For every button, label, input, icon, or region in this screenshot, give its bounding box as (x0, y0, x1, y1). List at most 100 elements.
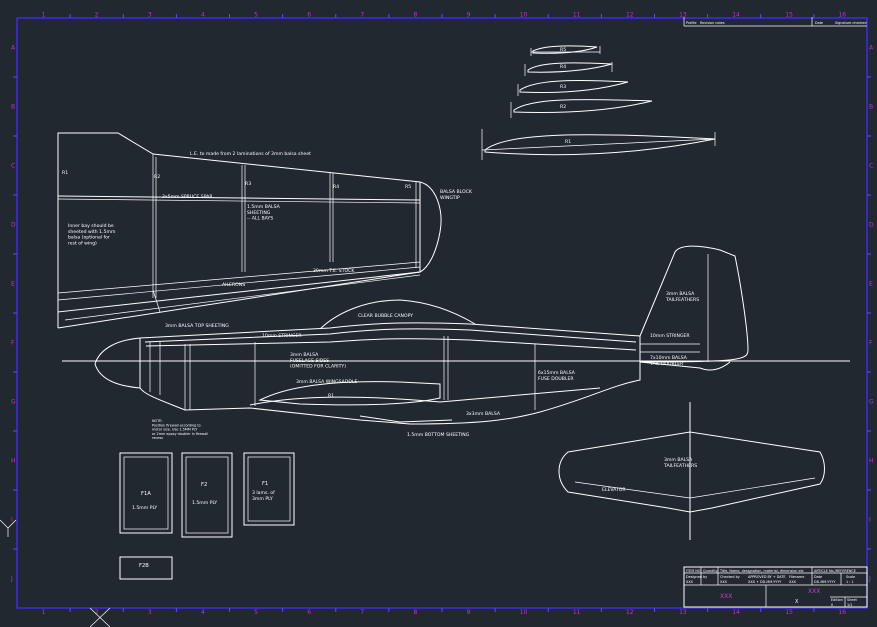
grid-column-label: 1 (42, 12, 46, 19)
border-grid-ticks (13, 14, 871, 612)
formers (119, 452, 295, 580)
grid-column-label: 3 (148, 609, 152, 616)
tb-title-desc: Title, Name, designation, material, dime… (719, 569, 804, 573)
spar-line (57, 195, 421, 201)
former-f2b-title: F2B (139, 563, 149, 569)
grid-column-label: 2 (95, 12, 99, 19)
grid-row-label: D (11, 222, 16, 229)
le-note-label: L.E. to made from 2 laminations of 3mm b… (190, 151, 311, 157)
tb-approved: APPROVED BY + DATE (748, 575, 786, 579)
grid-column-label: 6 (307, 609, 311, 616)
grid-column-label: 5 (254, 12, 258, 19)
grid-column-label: 15 (785, 12, 793, 19)
grid-row-label: C (11, 163, 15, 170)
grid-row-label: H (11, 458, 16, 465)
tb-sheet-val: 1/1 (847, 603, 852, 607)
grid-column-label: 11 (573, 12, 581, 19)
tb-big-1: XXX (720, 593, 732, 600)
fuselage-side (62, 245, 850, 425)
grid-row-label: F (11, 340, 15, 347)
grid-row-label: A (869, 45, 874, 52)
tb-revision: Revision notes (700, 21, 725, 25)
spar-label: 3x5mm SPRUCE SPAR (162, 194, 213, 200)
tb-item-no: ITEM NO (686, 569, 701, 573)
former-f1-outline (243, 452, 295, 526)
wing-plan (57, 132, 442, 329)
grid-column-label: 4 (201, 12, 205, 19)
former-f2-material: 1.5mm PLY (192, 500, 217, 506)
tb-edition-val: 0 (831, 603, 833, 607)
grid-column-label: 8 (413, 12, 417, 19)
grid-row-label: I (869, 517, 871, 524)
rib-airfoils (481, 45, 716, 160)
tb-signature: Signature checked (835, 21, 866, 25)
grid-row-label: F (869, 340, 873, 347)
tb-article: ARTICLE No./REFERENCE (814, 569, 856, 573)
tb-scale-val: 1 : 1 (846, 580, 854, 584)
tb-big-2: XXX (808, 588, 820, 595)
grid-row-label: E (11, 281, 15, 288)
elevator-outline (558, 431, 825, 513)
clear-canopy-label: CLEAR BUBBLE CANOPY (358, 313, 413, 319)
grid-row-label: G (11, 399, 16, 406)
grid-column-label: 9 (467, 609, 471, 616)
grid-row-label: E (869, 281, 873, 288)
fin-outline (639, 245, 749, 363)
grid-column-label: 5 (254, 609, 258, 616)
top-sheeting-label: 3mm BALSA TOP SHEETING (165, 323, 229, 329)
grid-column-label: 11 (573, 609, 581, 616)
border-grid-labels: 1122334455667788991010111112121313141415… (10, 12, 874, 617)
ucs-icon (0, 519, 111, 627)
grid-row-label: B (869, 104, 873, 111)
tb-checked-val: XXX (720, 580, 728, 584)
grid-column-label: 12 (626, 12, 634, 19)
tb-filename-val: XXX (789, 580, 797, 584)
grid-row-label: C (869, 163, 873, 170)
former-f1a-outline (119, 452, 173, 534)
grid-column-label: 4 (201, 609, 205, 616)
te-stock-label: 30mm T.E. STOCK (313, 268, 355, 274)
former-f1a-title: F1A (141, 491, 151, 497)
former-f2b-outline (119, 556, 173, 580)
tb-edition: Edition (831, 598, 843, 602)
grid-column-label: 7 (360, 609, 364, 616)
wing-r5-label: R5 (405, 184, 411, 190)
grid-column-label: 15 (785, 609, 793, 616)
grid-row-label: J (868, 576, 871, 583)
grid-row-label: A (11, 45, 16, 52)
grid-column-label: 10 (520, 12, 528, 19)
grid-column-label: 13 (679, 609, 687, 616)
ailerons-label: AILERONS (222, 282, 245, 288)
grid-column-label: 12 (626, 609, 634, 616)
tb-x-mark: X (795, 599, 799, 605)
grid-column-label: 14 (732, 12, 740, 19)
grid-column-label: 16 (838, 609, 846, 616)
rib-r4-label: R4 (560, 64, 566, 70)
bottom-sheeting-label: 1.5mm BOTTOM SHEETING (407, 432, 470, 438)
grid-column-label: 2 (95, 609, 99, 616)
tb-checked-by: Checked by (720, 575, 740, 579)
tb-sheet: Sheet (847, 598, 857, 602)
drawing-border (16, 17, 868, 609)
tb-profile: Profile (686, 21, 697, 25)
wingtip-block-outline (419, 181, 442, 273)
grid-column-label: 6 (307, 12, 311, 19)
elevator-label: ELEVATOR (602, 487, 626, 493)
grid-column-label: 9 (467, 12, 471, 19)
grid-row-label: H (869, 458, 874, 465)
former-f2-outline (181, 452, 233, 538)
grid-column-label: 10 (520, 609, 528, 616)
stringer-fwd-label: 10mm STRINGER (262, 333, 302, 339)
wing-r2-label: R2 (154, 174, 160, 180)
wing-r3-label: R3 (245, 181, 251, 187)
